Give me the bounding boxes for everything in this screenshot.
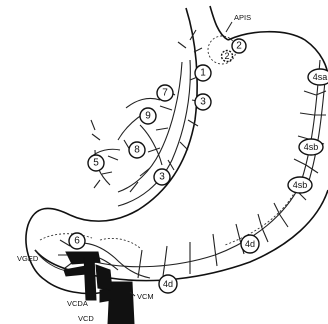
label-vcm: VCM xyxy=(137,292,154,301)
node-4sb-upper: 4sb xyxy=(299,139,323,155)
svg-text:4sb: 4sb xyxy=(304,142,319,152)
node-5: 5 xyxy=(88,155,104,171)
svg-text:4sa: 4sa xyxy=(313,72,328,82)
svg-text:3: 3 xyxy=(200,97,206,108)
svg-text:4sb: 4sb xyxy=(293,180,308,190)
node-4sa: 4sa xyxy=(308,69,328,85)
svg-text:2: 2 xyxy=(236,41,242,52)
node-1: 1 xyxy=(195,65,211,81)
node-6: 6 xyxy=(69,233,85,249)
svg-text:4d: 4d xyxy=(245,239,255,249)
svg-text:9: 9 xyxy=(145,111,151,122)
greater-curvature-vessels xyxy=(95,60,326,278)
node-8: 8 xyxy=(129,142,145,158)
svg-text:2: 2 xyxy=(224,51,229,61)
node-4d-lower: 4d xyxy=(159,275,177,293)
node-2-upper: 2 xyxy=(232,39,246,53)
label-apis: APIS xyxy=(234,13,251,22)
svg-text:3: 3 xyxy=(159,172,165,183)
svg-text:5: 5 xyxy=(93,158,99,169)
label-vcd: VCD xyxy=(78,314,94,323)
svg-text:1: 1 xyxy=(200,68,206,79)
node-2-lower: 2 xyxy=(222,51,233,62)
label-vged: VGED xyxy=(17,254,39,263)
svg-text:6: 6 xyxy=(74,236,80,247)
node-4d-upper: 4d xyxy=(241,235,259,253)
stomach-outline xyxy=(26,6,328,294)
node-9: 9 xyxy=(140,108,156,124)
label-vcda: VCDA xyxy=(67,299,88,308)
node-3-upper: 3 xyxy=(195,94,211,110)
node-7: 7 xyxy=(157,85,173,101)
apis-leader-line xyxy=(226,22,232,32)
node-3-lower: 3 xyxy=(154,169,170,185)
svg-text:7: 7 xyxy=(162,88,168,99)
svg-text:4d: 4d xyxy=(163,279,173,289)
svg-text:8: 8 xyxy=(134,145,140,156)
node-4sb-lower: 4sb xyxy=(288,177,312,193)
